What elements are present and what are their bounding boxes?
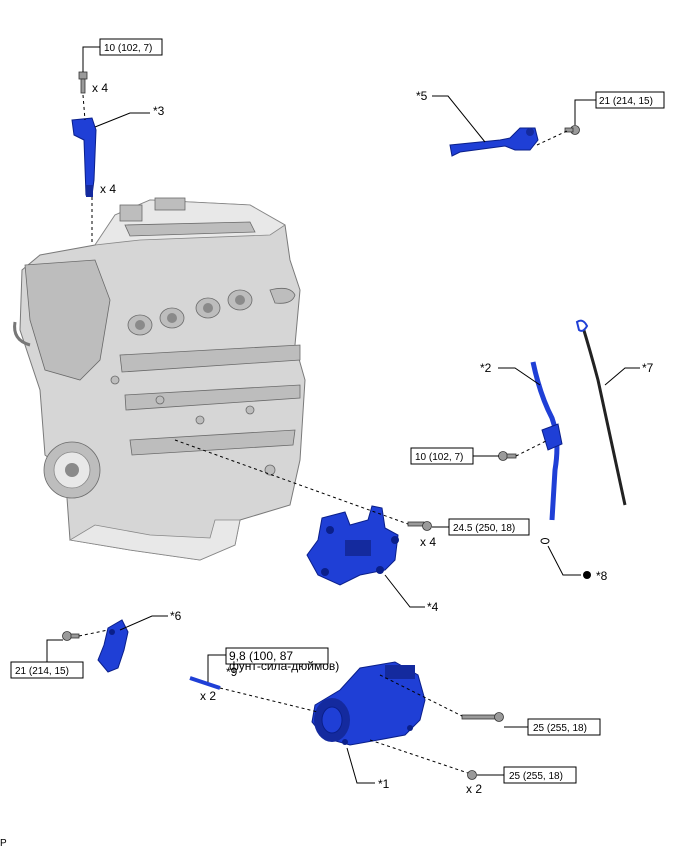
torque-compressor-bolt-text: 25 (255, 18): [533, 723, 587, 734]
qty-bracket-bolt: x 4: [420, 535, 436, 549]
leader-c1: [346, 747, 375, 784]
torque-box-coil: [99, 38, 163, 56]
leader-stud-torque: [207, 654, 226, 682]
oil-hose-bolt: [564, 125, 580, 135]
torque-box-guide: [410, 447, 474, 465]
leader-c7: [604, 367, 640, 386]
compressor-nut: [467, 770, 477, 780]
torque-hose-text: 21 (214, 15): [599, 96, 653, 107]
callout-4: *4: [427, 600, 439, 614]
torque-box-stud: [225, 647, 329, 665]
leader-hose-torque: [574, 99, 596, 125]
sensor-bracket: [97, 619, 129, 673]
new-part-dot-icon: [583, 571, 591, 579]
callout-2: *2: [480, 361, 492, 375]
callout-3: *3: [153, 104, 165, 118]
compressor-bolt-long: [461, 712, 504, 722]
callout-1: *1: [378, 777, 390, 791]
qty-stud: x 2: [200, 689, 216, 703]
torque-box-compressor-nut: [503, 766, 577, 784]
torque-coil-text: 10 (102, 7): [104, 43, 152, 54]
callout-7: *7: [642, 361, 654, 375]
ignition-coil: [71, 117, 97, 197]
assembly-line-compressor-nut: [369, 739, 469, 774]
leader-c2: [498, 367, 541, 386]
figure-code: P: [0, 838, 7, 849]
bracket-bolt: [407, 521, 432, 531]
leader-c3: [94, 112, 150, 128]
callout-5: *5: [416, 89, 428, 103]
torque-box-sensor: [10, 661, 84, 679]
assembly-line-hose-bolt: [536, 130, 568, 146]
qty-compressor-bolt: x 2: [466, 782, 482, 796]
leader-coil-torque: [82, 46, 100, 72]
assembly-line-sensor-bolt: [78, 629, 109, 637]
oil-level-gauge-guide: [530, 361, 563, 521]
torque-bracket-text: 24.5 (250, 18): [453, 523, 515, 534]
torque-guide-text: 10 (102, 7): [415, 452, 463, 463]
qty-coil: x 4: [100, 182, 116, 196]
sensor-bracket-bolt: [62, 631, 80, 641]
assembly-line-guide-bolt: [515, 439, 549, 457]
assembly-line-stud: [219, 687, 319, 713]
assembly-line-coil-bolt: [82, 94, 86, 121]
callout-6: *6: [170, 609, 182, 623]
o-ring: [540, 538, 550, 544]
assembly-line-bracket-bolt: [174, 439, 409, 525]
torque-sensor-text: 21 (214, 15): [15, 666, 69, 677]
engine-assembly: [13, 197, 306, 561]
gauge-guide-bolt: [498, 451, 517, 461]
leader-sensor-torque: [46, 639, 63, 662]
callout-9: *9: [226, 665, 238, 679]
compressor-bracket: [306, 505, 399, 586]
torque-box-hose: [595, 91, 665, 109]
oil-hose: [449, 127, 539, 157]
callout-8: *8: [596, 569, 608, 583]
compressor: [311, 661, 426, 746]
torque-stud-text-1: 9,8 (100, 87: [229, 649, 293, 663]
oil-level-gauge: [575, 319, 627, 506]
stud-bolt: [189, 676, 221, 690]
ignition-coil-bolt: [78, 71, 88, 94]
leader-c4: [384, 574, 425, 608]
leader-c6: [119, 615, 168, 631]
qty-coil-bolt: x 4: [92, 81, 108, 95]
torque-stud-text-2: фунт-сила-дюймов): [229, 659, 339, 673]
leader-c5: [432, 95, 486, 143]
leader-c8: [547, 545, 581, 576]
torque-box-bracket: [448, 518, 530, 536]
torque-box-compressor-bolt: [527, 718, 601, 736]
torque-compressor-nut-text: 25 (255, 18): [509, 771, 563, 782]
